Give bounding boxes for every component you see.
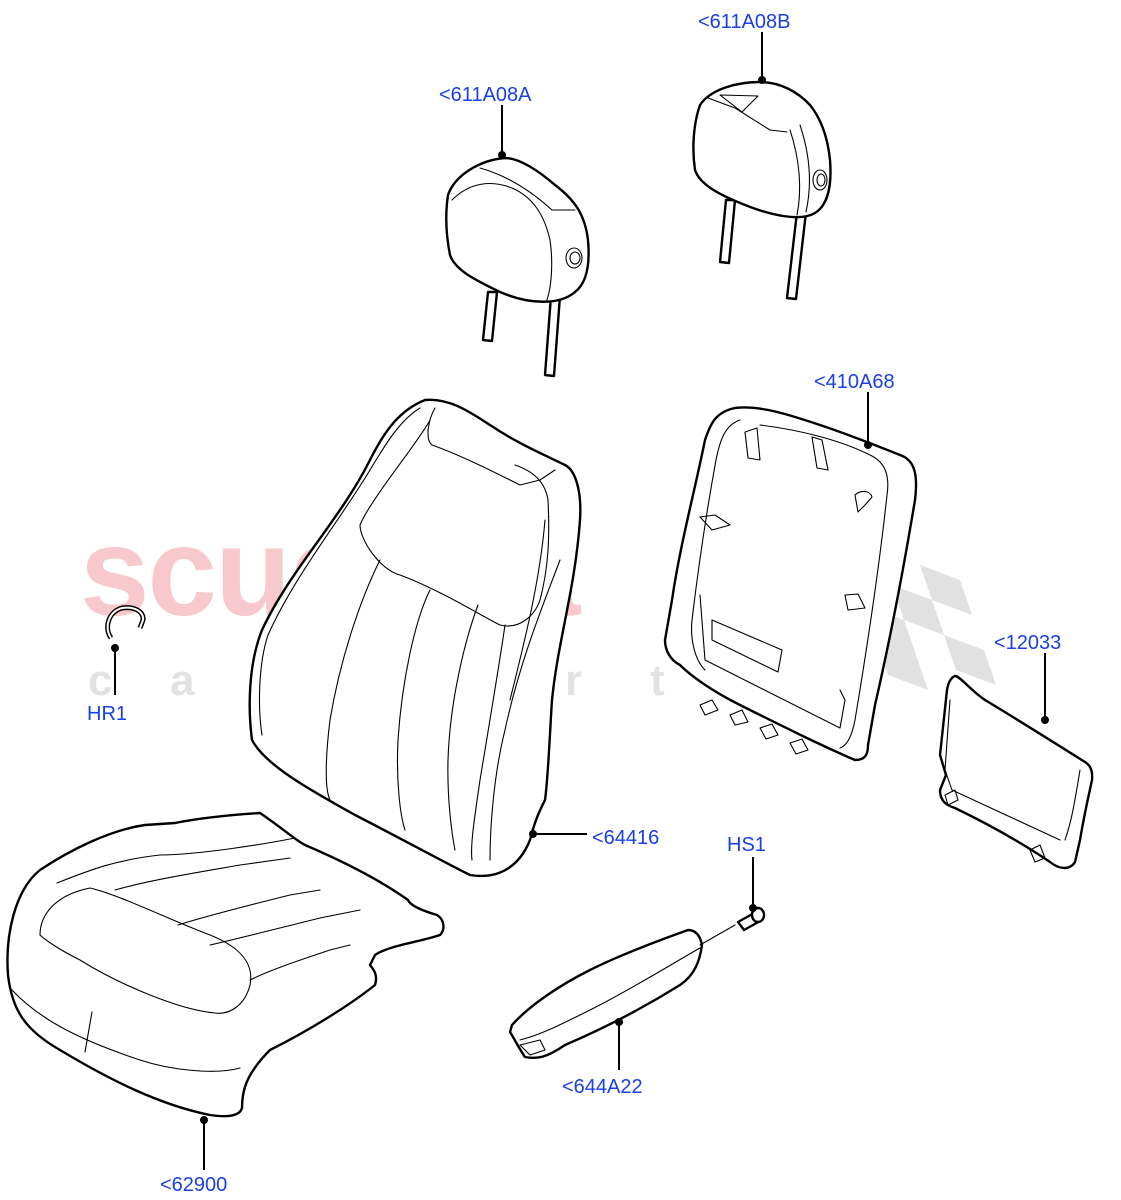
svg-text:a: a (170, 656, 195, 705)
map-pocket-panel-drawing[interactable] (938, 674, 1094, 870)
callout-611A08A[interactable]: <611A08A (439, 84, 532, 106)
callout-410A68[interactable]: <410A68 (814, 371, 895, 393)
seat-back-cover-drawing[interactable] (248, 398, 582, 878)
armrest-drawing[interactable] (508, 924, 736, 1059)
svg-text:t: t (650, 656, 665, 705)
callout-611A08B[interactable]: <611A08B (698, 11, 791, 33)
callout-644A22[interactable]: <644A22 (562, 1076, 643, 1098)
callout-64416[interactable]: <64416 (592, 827, 660, 849)
svg-text:c: c (88, 656, 112, 705)
headrest-left-drawing[interactable] (445, 156, 590, 378)
seat-back-panel-drawing[interactable] (663, 406, 918, 762)
hog-ring-drawing[interactable] (105, 605, 146, 640)
callout-HR1[interactable]: HR1 (87, 703, 128, 725)
leader-lines (111, 32, 1049, 1170)
headrest-right-drawing[interactable] (692, 80, 832, 301)
armrest-screw-drawing[interactable] (736, 906, 766, 932)
svg-text:r: r (565, 656, 582, 705)
seat-cushion-cover-drawing[interactable] (6, 811, 445, 1118)
callout-62900[interactable]: <62900 (160, 1174, 228, 1196)
callout-HS1[interactable]: HS1 (727, 834, 766, 856)
callout-12033[interactable]: <12033 (994, 632, 1062, 654)
